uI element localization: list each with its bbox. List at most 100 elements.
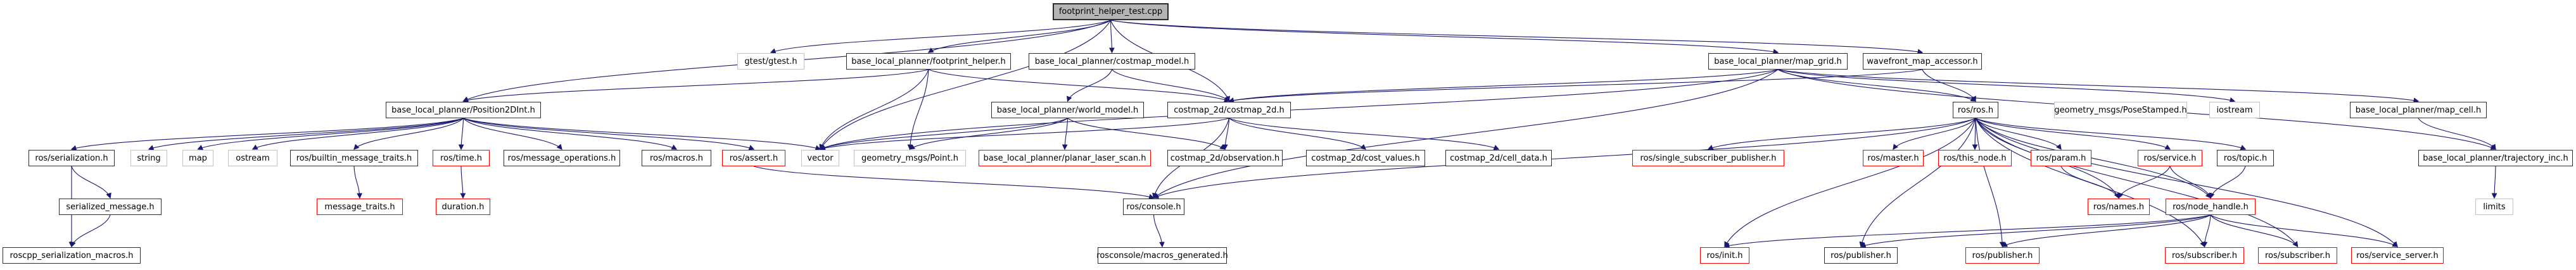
node-cell_data[interactable]: costmap_2d/cell_data.h (1445, 150, 1552, 166)
node-sub_pub[interactable]: ros/single_subscriber_publisher.h (1632, 150, 1784, 166)
edge-ros_h-to-service (1975, 118, 2171, 150)
edge-node_handle-to-sub1 (2202, 214, 2211, 248)
node-param[interactable]: ros/param.h (2031, 150, 2091, 166)
edge-world_model-to-planar_laser (1062, 118, 1069, 150)
edge-root-to-footprint_helper (927, 20, 1111, 53)
node-cost_values[interactable]: costmap_2d/cost_values.h (1306, 150, 1425, 166)
node-builtin_traits[interactable]: ros/builtin_message_traits.h (290, 150, 418, 166)
edge-ros_h-to-service_server (1975, 118, 2398, 247)
node-pub_black[interactable]: ros/publisher.h (1824, 247, 1898, 264)
node-service_server[interactable]: ros/service_server.h (2351, 247, 2444, 264)
edge-position2dint-to-time (458, 118, 464, 150)
edge-position2dint-to-assert (463, 118, 755, 150)
node-point: geometry_msgs/Point.h (854, 150, 966, 166)
edge-ros_h-to-master (1893, 118, 1976, 150)
edge-ros_h-to-param (1975, 118, 2062, 150)
node-service[interactable]: ros/service.h (2138, 150, 2202, 166)
node-node_handle[interactable]: ros/node_handle.h (2166, 199, 2256, 215)
edge-service-to-node_handle (2169, 166, 2212, 199)
edge-node_handle-to-pub_black (1860, 214, 2211, 248)
edge-ros_h-to-pub_black (1859, 118, 1976, 248)
node-map_grid[interactable]: base_local_planner/map_grid.h (1708, 53, 1848, 70)
node-vector: vector (801, 150, 839, 166)
edge-ros_h-to-topic (1975, 118, 2247, 150)
edge-ros_h-to-pub_red (1975, 118, 2005, 248)
edge-serialization-to-serialized_message (71, 166, 111, 199)
node-world_model[interactable]: base_local_planner/world_model.h (991, 102, 1144, 118)
edge-trajectory_inc-to-limits (2491, 166, 2497, 199)
edge-costmap_model-to-world_model (1067, 69, 1113, 102)
node-console[interactable]: ros/console.h (1123, 199, 1184, 215)
edge-service-to-names (2118, 166, 2171, 199)
node-roscpp_macros[interactable]: roscpp_serialization_macros.h (3, 247, 141, 264)
node-map: map (182, 150, 213, 166)
edge-map_grid-to-costmap2d (1228, 69, 1779, 103)
edge-position2dint-to-builtin_traits (353, 118, 464, 150)
edge-node_handle-to-sub2 (2210, 214, 2299, 248)
node-observation[interactable]: costmap_2d/observation.h (1167, 150, 1283, 166)
edge-ros_h-to-console (1153, 118, 1976, 199)
node-assert[interactable]: ros/assert.h (722, 150, 785, 166)
edge-position2dint-to-serialization (70, 118, 464, 151)
edge-time-to-duration (460, 166, 466, 199)
node-names[interactable]: ros/names.h (2088, 199, 2150, 215)
node-root: footprint_helper_test.cpp (1053, 3, 1169, 20)
edge-ros_h-to-this_node (1972, 118, 1978, 150)
edge-costmap2d-to-cell_data (1229, 118, 1500, 150)
node-message_traits[interactable]: message_traits.h (317, 199, 403, 215)
node-macros[interactable]: ros/macros.h (642, 150, 711, 166)
node-gtest: gtest/gtest.h (737, 53, 804, 70)
edge-console-to-macros_generated (1153, 214, 1165, 248)
node-topic[interactable]: ros/topic.h (2217, 150, 2274, 166)
edge-ros_h-to-sub_pub (1707, 118, 1976, 150)
edge-costmap2d-to-vector (819, 118, 1229, 151)
node-wavefront[interactable]: wavefront_map_accessor.h (1863, 53, 1982, 70)
edge-wavefront-to-ros_h (1922, 69, 1976, 102)
node-master[interactable]: ros/master.h (1863, 150, 1924, 166)
edge-assert-to-console (753, 166, 1155, 200)
edge-ros_h-to-sub2 (1975, 118, 2299, 248)
edge-builtin_traits-to-message_traits (353, 166, 363, 199)
node-init[interactable]: ros/init.h (1700, 247, 1749, 264)
edge-root-to-map_grid (1110, 20, 1779, 54)
node-duration[interactable]: duration.h (436, 199, 490, 215)
node-sub2[interactable]: ros/subscriber.h (2258, 247, 2337, 264)
edge-position2dint-to-map (197, 118, 464, 150)
edge-position2dint-to-ostream (251, 118, 464, 150)
node-serialized_message[interactable]: serialized_message.h (59, 199, 162, 215)
node-pose_stamped: geometry_msgs/PoseStamped.h (2054, 102, 2187, 118)
node-macros_generated[interactable]: rosconsole/macros_generated.h (1096, 247, 1228, 264)
edge-map_grid-to-console (1153, 69, 1779, 199)
edge-root-to-costmap_model (1109, 20, 1115, 54)
node-msg_ops[interactable]: ros/message_operations.h (504, 150, 620, 166)
node-pub_red[interactable]: ros/publisher.h (1965, 247, 2040, 264)
edge-map_grid-to-ros_h (1777, 69, 1977, 102)
node-this_node[interactable]: ros/this_node.h (1938, 150, 2012, 166)
node-costmap_model[interactable]: base_local_planner/costmap_model.h (1029, 53, 1195, 70)
edge-position2dint-to-string (148, 118, 464, 150)
node-map_cell[interactable]: base_local_planner/map_cell.h (2350, 102, 2487, 118)
node-limits: limits (2475, 199, 2513, 215)
node-costmap2d[interactable]: costmap_2d/costmap_2d.h (1167, 102, 1291, 118)
node-ros_h[interactable]: ros/ros.h (1953, 102, 1998, 118)
node-serialization[interactable]: ros/serialization.h (29, 150, 115, 166)
edge-map_cell-to-trajectory_inc (2418, 118, 2496, 150)
node-footprint_helper[interactable]: base_local_planner/footprint_helper.h (846, 53, 1011, 70)
node-position2dint[interactable]: base_local_planner/Position2DInt.h (386, 102, 541, 118)
node-sub1[interactable]: ros/subscriber.h (2165, 247, 2244, 264)
node-trajectory_inc[interactable]: base_local_planner/trajectory_inc.h (2418, 150, 2573, 166)
edge-map_grid-to-iostream (1777, 69, 2236, 103)
node-string: string (130, 150, 167, 166)
edge-wavefront-to-costmap2d (1228, 69, 1923, 103)
edge-world_model-to-point (909, 118, 1068, 150)
edge-footprint_helper-to-vector (819, 69, 929, 150)
edge-param-to-names (2060, 166, 2119, 199)
edge-position2dint-to-msg_ops (463, 118, 562, 150)
edge-topic-to-node_handle (2209, 166, 2246, 199)
edge-costmap_model-to-costmap2d (1112, 69, 1230, 102)
node-planar_laser[interactable]: base_local_planner/planar_laser_scan.h (979, 150, 1151, 166)
node-time[interactable]: ros/time.h (433, 150, 490, 166)
edge-node_handle-to-init (1723, 214, 2211, 249)
